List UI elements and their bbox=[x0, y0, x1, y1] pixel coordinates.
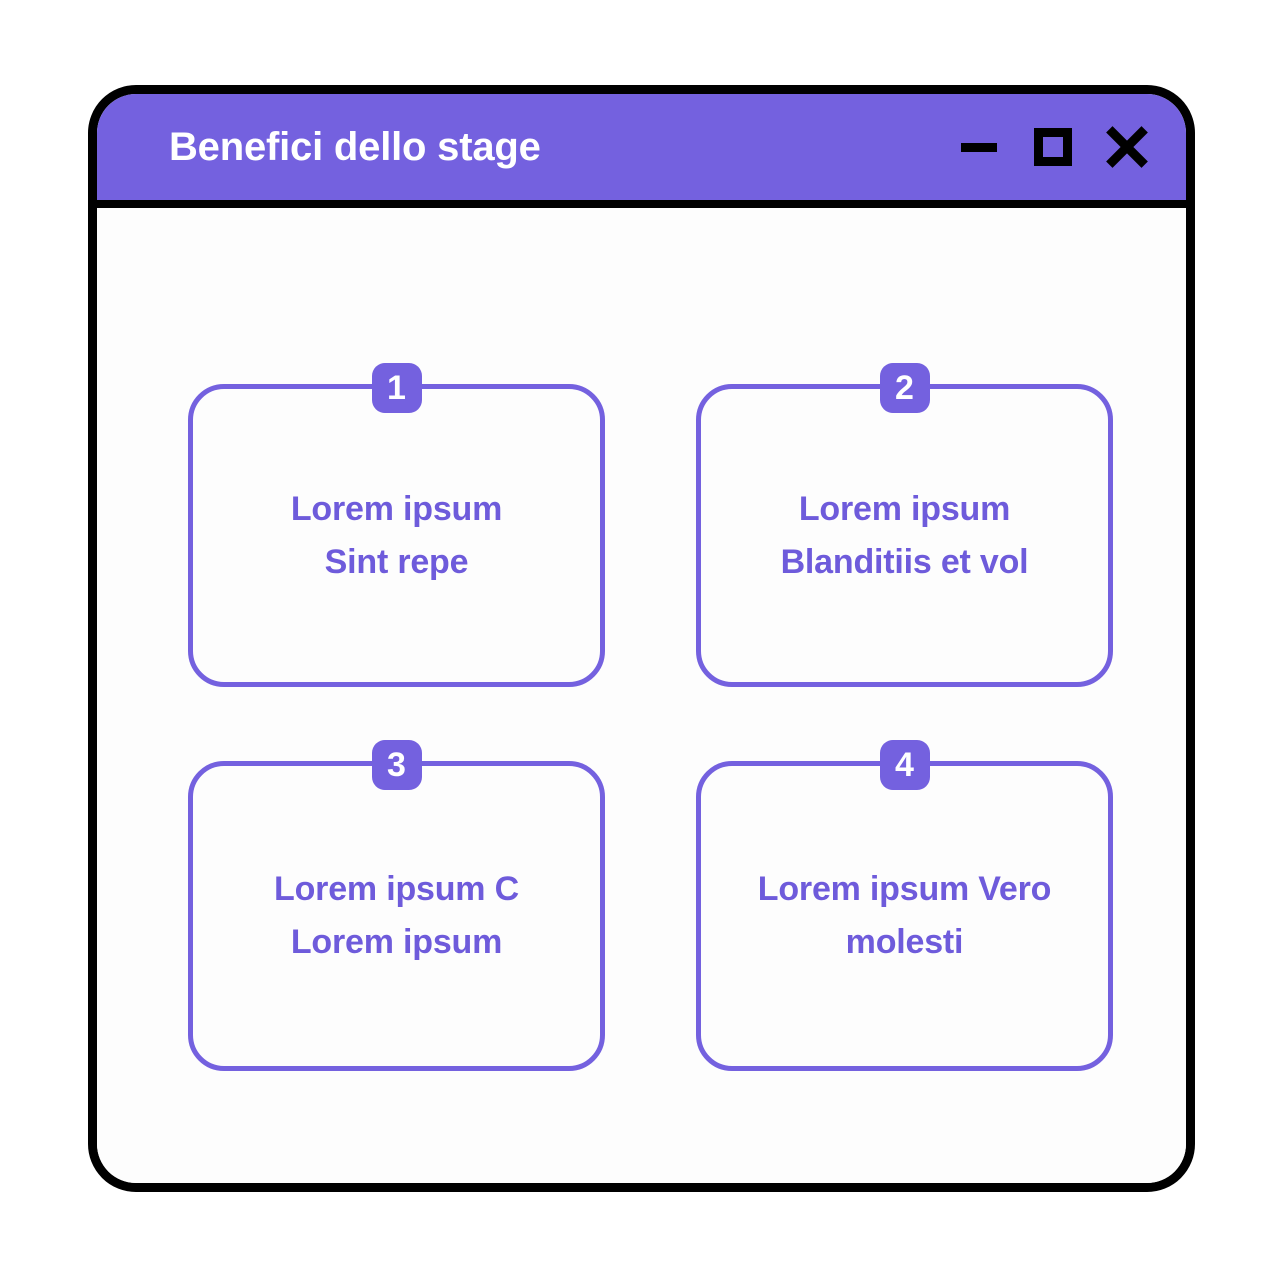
card-text-line-1: Lorem ipsum bbox=[798, 489, 1011, 528]
card-text-2: Lorem ipsum Blanditiis et vol bbox=[781, 483, 1029, 588]
card-number-badge-4: 4 bbox=[879, 740, 930, 790]
minimize-icon bbox=[961, 142, 997, 152]
minimize-button[interactable] bbox=[956, 124, 1002, 170]
card-text-3: Lorem ipsum C Lorem ipsum bbox=[274, 863, 519, 968]
card-number-badge-2: 2 bbox=[879, 363, 930, 413]
benefits-card-grid: 1 Lorem ipsum Sint repe 2 Lorem ipsum Bl… bbox=[188, 363, 1113, 1071]
card-text-line-2: Blanditiis et vol bbox=[780, 542, 1029, 581]
maximize-icon bbox=[1034, 128, 1072, 166]
benefit-card-3[interactable]: 3 Lorem ipsum C Lorem ipsum bbox=[188, 740, 605, 1071]
card-text-line-2: molesti bbox=[845, 923, 964, 961]
card-text-line-1: Lorem ipsum bbox=[290, 489, 503, 528]
maximize-button[interactable] bbox=[1030, 124, 1076, 170]
card-text-line-2: Lorem ipsum bbox=[290, 923, 503, 961]
window-controls bbox=[956, 124, 1150, 170]
app-window: Benefici dello stage 1 Lorem ipsum Sint … bbox=[88, 85, 1195, 1192]
card-text-4: Lorem ipsum Vero molesti bbox=[757, 863, 1052, 968]
benefit-card-2[interactable]: 2 Lorem ipsum Blanditiis et vol bbox=[696, 363, 1113, 687]
window-body: 1 Lorem ipsum Sint repe 2 Lorem ipsum Bl… bbox=[97, 208, 1186, 1183]
close-icon bbox=[1106, 126, 1148, 168]
card-number-badge-1: 1 bbox=[371, 363, 422, 413]
card-text-1: Lorem ipsum Sint repe bbox=[291, 483, 502, 588]
card-text-line-2: Sint repe bbox=[324, 542, 469, 581]
window-titlebar[interactable]: Benefici dello stage bbox=[97, 94, 1186, 208]
benefit-card-1[interactable]: 1 Lorem ipsum Sint repe bbox=[188, 363, 605, 687]
card-text-line-1: Lorem ipsum Vero bbox=[757, 870, 1052, 909]
card-number-badge-3: 3 bbox=[371, 740, 422, 790]
card-text-line-1: Lorem ipsum C bbox=[274, 870, 519, 909]
close-button[interactable] bbox=[1104, 124, 1150, 170]
window-title: Benefici dello stage bbox=[169, 125, 541, 169]
benefit-card-4[interactable]: 4 Lorem ipsum Vero molesti bbox=[696, 740, 1113, 1071]
